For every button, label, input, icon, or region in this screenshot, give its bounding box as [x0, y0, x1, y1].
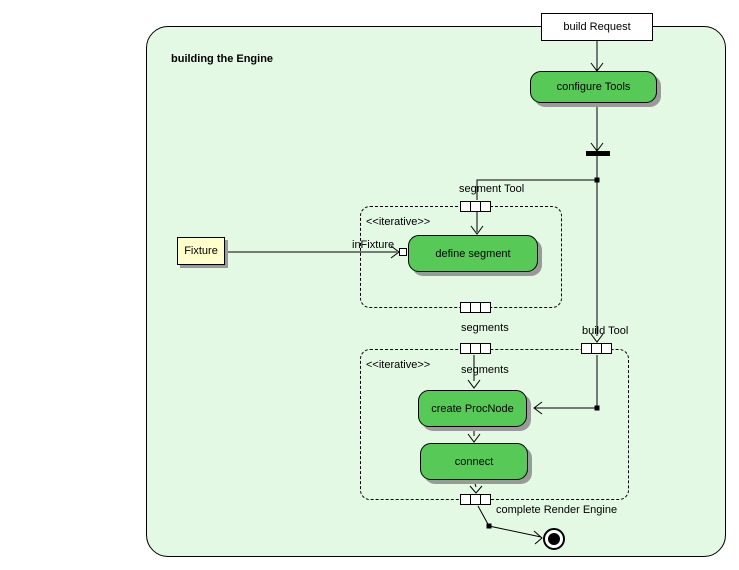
expansion-region-build [360, 349, 629, 500]
action-create-procnode: create ProcNode [418, 390, 527, 427]
action-label: create ProcNode [431, 402, 514, 415]
label-segment-tool: segment Tool [459, 183, 525, 195]
final-node-core-icon [548, 533, 560, 545]
action-label: configure Tools [556, 81, 631, 93]
action-configure-tools: configure Tools [530, 71, 657, 103]
action-label: connect [454, 455, 494, 468]
label-build-tool: build Tool [582, 325, 629, 337]
expansion-node-build-tool [581, 343, 612, 354]
expansion-cell [480, 494, 491, 505]
label-iterative-1: <<iterative>> [366, 216, 431, 228]
activity-final-node [543, 528, 565, 550]
object-node-fixture: Fixture [177, 237, 225, 265]
expansion-node-complete [460, 494, 491, 505]
label-iterative-2: <<iterative>> [366, 359, 431, 371]
object-node-label: Fixture [184, 245, 218, 257]
label-segments-1: segments [461, 322, 509, 334]
action-connect: connect [420, 443, 528, 480]
expansion-cell [480, 201, 491, 212]
action-label: define segment [435, 247, 511, 260]
expansion-cell [480, 302, 491, 313]
object-node-label: build Request [563, 21, 631, 33]
input-pin [399, 248, 407, 256]
object-node-build-request: build Request [541, 13, 653, 41]
label-in-fixture: inFixture [352, 239, 395, 251]
expansion-node-segment-tool [460, 201, 491, 212]
expansion-cell [601, 343, 612, 354]
label-segments-2: segments [461, 364, 509, 376]
label-complete-render-engine: complete Render Engine [496, 504, 618, 516]
action-define-segment: define segment [408, 235, 538, 272]
expansion-node-segments-in [460, 343, 491, 354]
expansion-cell [480, 343, 491, 354]
frame-title: building the Engine [171, 53, 274, 65]
expansion-node-segments-out [460, 302, 491, 313]
